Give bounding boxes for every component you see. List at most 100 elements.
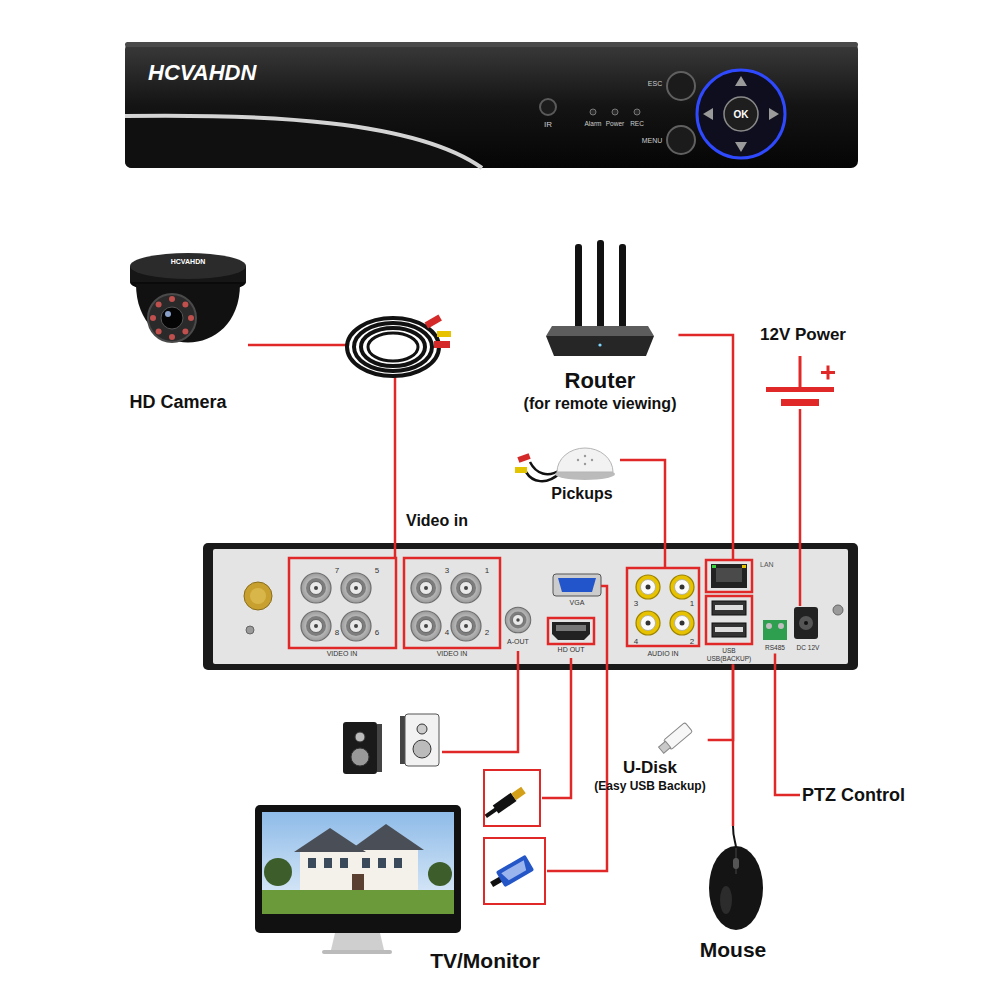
coax-cable	[437, 331, 451, 337]
node-label: 12V Power	[760, 325, 846, 345]
dvr-back-panel	[766, 623, 772, 629]
dvr-front	[769, 108, 779, 120]
hdmi-plug	[493, 793, 517, 814]
monitor	[324, 858, 332, 868]
button-label: MENU	[642, 137, 663, 145]
signal-wire	[442, 586, 607, 871]
dvr-back-panel	[670, 575, 694, 599]
dvr-back-panel	[213, 549, 848, 664]
brand-logo: HCVAHDN	[148, 60, 256, 85]
pickup-microphone	[515, 448, 615, 481]
signal-wire	[442, 651, 518, 752]
dvr-front	[703, 108, 713, 120]
dvr-back-panel	[301, 611, 331, 641]
dome-camera	[169, 334, 175, 340]
vga-plug	[487, 855, 534, 893]
monitor	[322, 950, 392, 954]
speakers	[405, 714, 439, 766]
signal-wire	[708, 664, 733, 740]
coax-cable	[361, 328, 425, 366]
speakers	[343, 722, 377, 774]
channel-number: 5	[375, 566, 379, 575]
port-highlight	[289, 558, 396, 648]
pickup-microphone	[584, 455, 586, 457]
coax-cable	[434, 341, 450, 348]
port-highlight	[548, 618, 594, 644]
speakers	[377, 724, 382, 772]
node-label: LAN	[760, 561, 774, 569]
speakers	[417, 724, 427, 734]
vga-port: VGA	[553, 574, 601, 609]
node-label: AUDIO IN	[647, 650, 678, 658]
node-label: HD OUT	[558, 646, 585, 654]
channel-number: 3	[445, 566, 449, 575]
vga-plug	[496, 855, 534, 888]
channel-number: 3	[634, 599, 638, 608]
dvr-back-panel	[763, 620, 787, 640]
indicator-label: REC	[630, 120, 644, 127]
monitor	[340, 858, 348, 868]
dvr-front	[667, 126, 695, 154]
dvr-front	[724, 97, 758, 131]
node-label: DC 12V	[797, 644, 820, 651]
button-label: ESC	[648, 80, 662, 88]
port-highlight	[404, 558, 500, 648]
hdmi-plug	[511, 787, 525, 800]
speakers	[400, 716, 405, 764]
dome-camera	[130, 253, 246, 279]
signal-wire	[547, 586, 607, 871]
video-input-ports: VIDEO INVIDEO IN	[289, 558, 500, 660]
pickup-microphone	[591, 459, 593, 461]
channel-number: 1	[485, 566, 489, 575]
pickup-microphone	[515, 467, 527, 473]
dvr-back-panel	[411, 573, 441, 603]
dome-camera	[148, 294, 196, 342]
usb-stick	[657, 722, 692, 754]
brand-logo: HCVAHDN	[171, 258, 205, 266]
monitor	[394, 858, 402, 868]
dvr-back-panel	[203, 543, 858, 670]
camera-node: HD Camera	[127, 250, 248, 415]
router-icon	[597, 240, 604, 332]
monitor	[255, 805, 461, 954]
indicator-label: Power	[606, 120, 624, 127]
dvr-back-panel	[715, 605, 743, 610]
monitor	[331, 933, 384, 950]
usb-disk-node: U-Disk(Easy USB Backup)	[592, 720, 707, 796]
monitor	[262, 812, 454, 914]
power-symbol	[781, 399, 819, 406]
dvr-back-panel	[636, 611, 660, 635]
power-symbol	[766, 387, 834, 392]
power-jack: DC 12V	[794, 606, 821, 653]
monitor	[428, 862, 452, 886]
router-node: Router(for remote viewing)	[522, 236, 679, 415]
dome-camera	[150, 315, 156, 321]
dome-camera	[165, 311, 171, 317]
dvr-back-panel	[716, 568, 742, 582]
dvr-back-panel	[451, 611, 481, 641]
node-label: (Easy USB Backup)	[594, 780, 705, 794]
dvr-back-panel	[341, 573, 371, 603]
node-label: RS485	[765, 644, 785, 651]
dvr-back-panel	[451, 573, 481, 603]
coax-cable	[368, 333, 418, 361]
port-highlight	[627, 568, 699, 646]
router-icon	[619, 244, 626, 332]
speakers	[343, 714, 439, 774]
dvr-back-panel	[670, 611, 694, 635]
audio-input-ports: AUDIO IN	[627, 568, 699, 660]
dome-camera	[156, 328, 162, 334]
rs485-port: RS485	[763, 618, 787, 653]
dvr-front	[634, 109, 640, 115]
dvr-back-panel	[742, 565, 746, 568]
usb-stick	[659, 741, 671, 753]
dvr-front	[667, 72, 695, 100]
pickup-microphone	[530, 462, 560, 474]
dvr-front	[735, 76, 747, 86]
dome-camera	[169, 296, 175, 302]
coax-cable	[347, 318, 439, 376]
port-highlight	[289, 558, 752, 648]
router-icon	[546, 240, 654, 356]
monitor	[308, 858, 316, 868]
